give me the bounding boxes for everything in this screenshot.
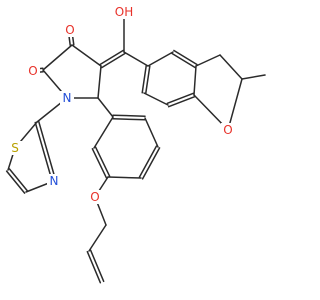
bond-ch2-ch [88,224,107,252]
bond-ph-1-a [112,118,146,121]
svg-text:S: S [11,141,19,155]
bond-allyl-double-b [89,249,105,283]
atom-thiazole-sulfur: S [8,141,22,155]
molecule-structure: O O OH N S N O O [5,5,266,284]
svg-text:N: N [50,174,59,188]
atom-ring-nitrogen: N [60,91,74,105]
bond-ph-3-b [141,147,161,180]
bond-thz-n-c2-b [34,121,54,183]
bond-thz-c5-c4-b [8,168,29,192]
atom-carbonyl-oxygen-c2: O [26,64,40,78]
bond-bf-ring-2 [143,92,169,106]
bond-bf-ring-3-a [167,95,196,108]
bond-bf-ring-5-b [171,52,196,69]
bond-ph-4 [107,176,142,179]
bond-bf-ring-4 [193,65,197,96]
atom-ether-oxygen-allyloxy: O [88,190,102,204]
atom-furan-oxygen: O [221,123,235,137]
bond-ph-2 [144,117,159,148]
bond-exocyclic-benzofuran [123,51,149,67]
bond-c5-c4 [97,65,102,99]
svg-text:OH: OH [115,5,133,19]
atom-thiazole-nitrogen: N [47,174,61,188]
bond-bf-ring-5-a [173,49,198,66]
svg-text:O: O [90,190,99,204]
bond-thz-n-c2-a [37,120,57,182]
bond-ph-5-a [94,146,111,177]
bond-c3-c2 [42,44,73,71]
atom-label-layer: O O OH N S N O O [8,5,235,204]
svg-text:N: N [63,91,72,105]
bond-ph-5-b [91,148,108,179]
bond-allyl-double-a [86,250,102,284]
bond-bf-ring-6 [147,51,174,67]
bond-ph-3-a [138,145,158,178]
bond-layer [5,11,266,284]
bond-furan-ch2-ch [219,54,243,80]
bond-bf-ring-1-a [141,64,147,94]
bond-thz-c5-c4-a [5,170,26,194]
bond-bf-ring-1-b [145,65,151,95]
svg-text:O: O [65,23,74,37]
svg-text:O: O [28,64,37,78]
atom-ketone-oxygen-c3: O [63,23,77,37]
bond-methyl [241,74,266,80]
bond-c4-exocyclic-double-b [99,49,124,66]
bond-bf-ring-3-b [166,92,195,105]
svg-text:O: O [223,123,232,137]
bond-ph-6 [93,116,114,149]
atom-hydroxyl-oh: OH [113,5,135,19]
bond-c4-exocyclic-double-a [101,52,126,69]
bond-c5-phenyl [97,97,114,118]
bond-furan-c3a-ch2 [195,54,221,67]
bond-ph-1-b [112,114,146,117]
bond-furan-ch-o [227,78,243,131]
bond-c4-c3 [71,44,102,67]
